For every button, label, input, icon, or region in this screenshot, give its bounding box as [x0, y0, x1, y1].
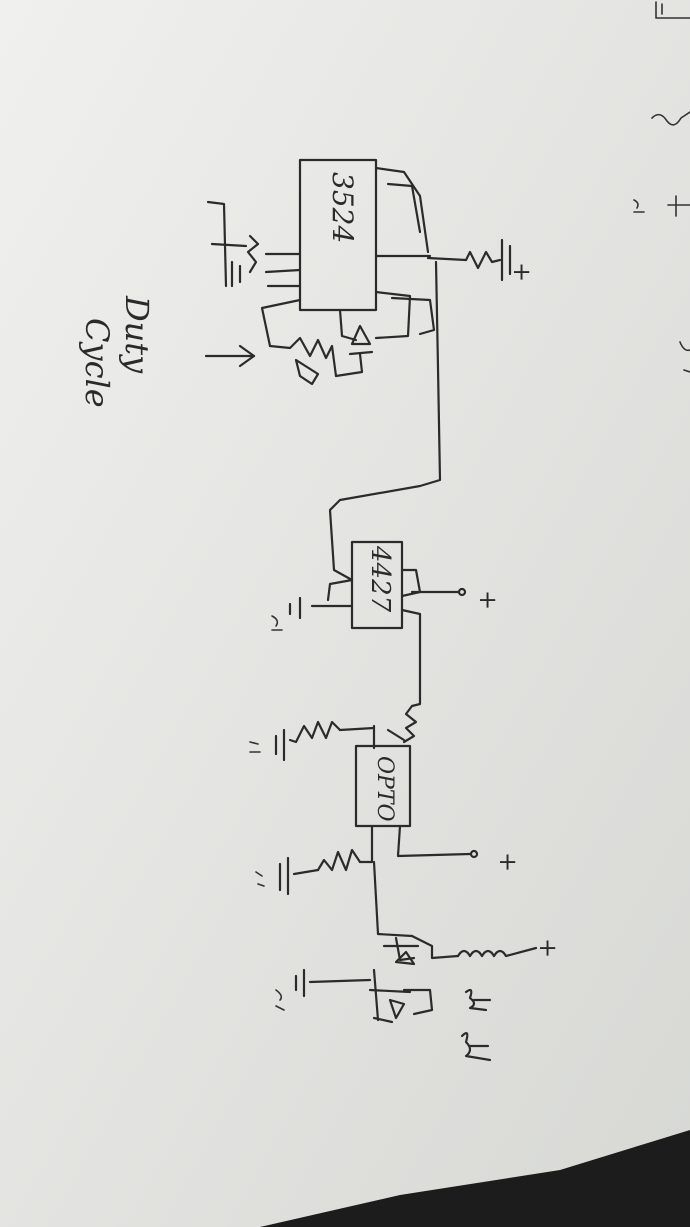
duty-label-line1: Duty — [118, 295, 156, 374]
opto-wiring — [249, 720, 479, 936]
chip-label-3524: 3524 — [326, 172, 359, 243]
duty-cycle-label: Duty Cycle — [78, 295, 156, 408]
gate-driver-4427: 4427 — [350, 540, 404, 630]
coil-load — [456, 946, 538, 1062]
pwm-wiring — [204, 166, 512, 582]
supply-terminal-opto — [469, 849, 479, 859]
supply-terminal-driver — [457, 587, 467, 597]
duty-label-line2: Cycle — [78, 318, 116, 408]
output-transistors — [275, 932, 460, 1024]
top-right-scribbles — [633, 1, 690, 373]
driver-wiring — [271, 568, 467, 744]
plus-coil: + — [534, 938, 562, 958]
chip-label-4427: 4427 — [365, 545, 395, 613]
plus-driver: + — [474, 590, 502, 610]
plus-opto: + — [494, 852, 522, 872]
plus-labels: + + + + — [474, 262, 562, 958]
pwm-controller-3524: 3524 — [298, 158, 378, 312]
plus-pwm: + — [508, 262, 536, 282]
optocoupler: OPTO — [354, 744, 412, 828]
chip-label-opto: OPTO — [372, 756, 397, 822]
